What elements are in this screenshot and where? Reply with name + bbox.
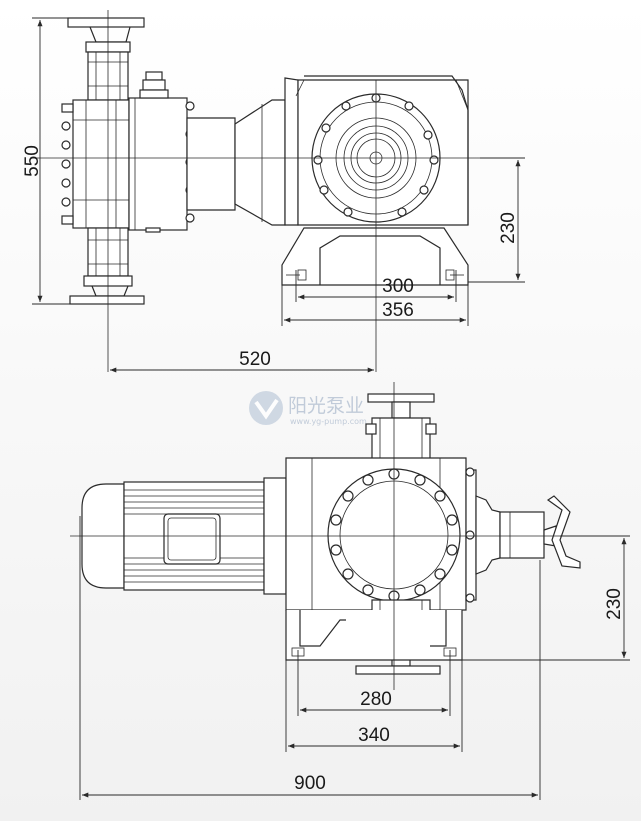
top-fitting xyxy=(145,71,163,81)
dim-356: 356 xyxy=(382,300,414,321)
bottom-flange xyxy=(69,295,145,305)
terminal-box xyxy=(163,513,221,565)
bottom-view-outlet-flange xyxy=(355,665,441,675)
dim-bottom-230: 230 xyxy=(604,588,625,620)
adjuster-handwheel xyxy=(546,495,581,569)
diaphragm-chamber xyxy=(128,97,188,231)
dim-300: 300 xyxy=(382,276,414,297)
watermark-url: www.yg-pump.com xyxy=(290,417,367,426)
dim-550: 550 xyxy=(22,145,43,177)
adjuster-barrel xyxy=(499,511,545,559)
pump-head xyxy=(72,99,130,229)
watermark-logo-icon xyxy=(249,391,283,425)
stroke-adjuster xyxy=(475,495,501,575)
connecting-neck xyxy=(186,117,236,211)
top-flange xyxy=(67,17,145,28)
dim-280: 280 xyxy=(360,689,392,710)
dim-900: 900 xyxy=(294,773,326,794)
bottom-view-top-flange xyxy=(367,393,435,403)
watermark: 阳光泵业 www.yg-pump.com xyxy=(249,391,367,426)
watermark-brand: 阳光泵业 xyxy=(288,395,364,417)
head-bolts-left xyxy=(61,103,74,225)
dim-520: 520 xyxy=(239,349,271,370)
dim-340: 340 xyxy=(358,725,390,746)
bottom-view: 230 280 340 900 xyxy=(70,382,630,800)
base-frame xyxy=(285,610,463,661)
top-view: 550 230 300 356 520 xyxy=(22,10,525,373)
dim-top-230: 230 xyxy=(498,212,519,244)
